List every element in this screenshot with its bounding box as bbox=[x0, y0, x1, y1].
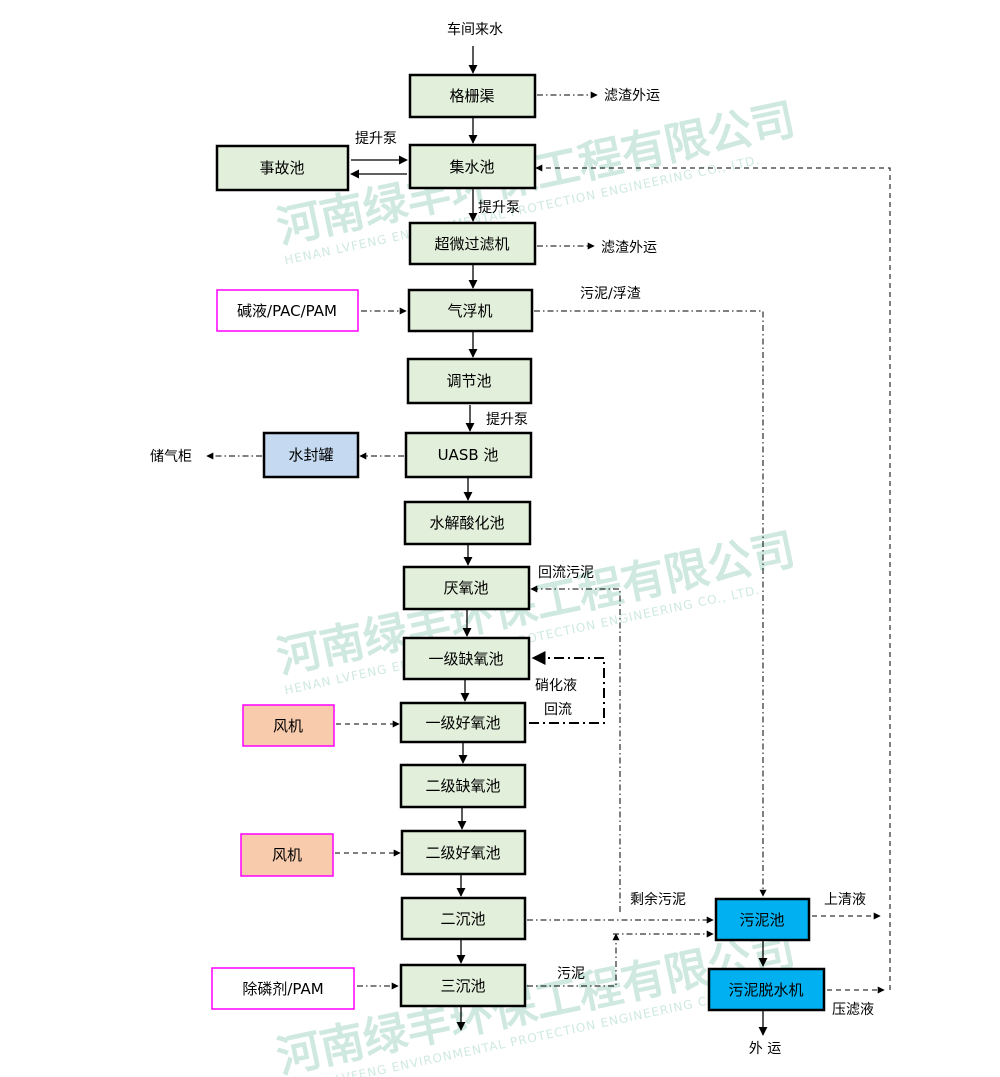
node-accident: 事故池 bbox=[215, 144, 350, 192]
node-aerobic1: 一级好氧池 bbox=[399, 701, 527, 744]
label-residue1: 滤渣外运 bbox=[604, 88, 660, 104]
node-uasb: UASB 池 bbox=[404, 431, 533, 479]
label-nitrate-1: 硝化液 bbox=[535, 678, 577, 694]
arrow-return-sludge bbox=[530, 585, 621, 912]
dashdot-arrows bbox=[206, 91, 767, 990]
arrow-return-collect bbox=[535, 164, 891, 990]
node-sludge-tank-label: 污泥池 bbox=[739, 911, 784, 929]
node-blower1-label: 风机 bbox=[273, 717, 303, 735]
node-hydrolysis: 水解酸化池 bbox=[403, 500, 532, 546]
node-collect-label: 集水池 bbox=[449, 158, 494, 176]
label-residue2: 滤渣外运 bbox=[601, 240, 657, 256]
node-anaerobic-label: 厌氧池 bbox=[443, 579, 488, 597]
node-reagent2-label: 除磷剂/PAM bbox=[242, 980, 323, 998]
node-secondary-label: 二沉池 bbox=[440, 910, 485, 928]
label-pump3: 提升泵 bbox=[486, 412, 528, 428]
label-nitrate-2: 回流 bbox=[544, 702, 572, 718]
node-blower1: 风机 bbox=[242, 704, 335, 747]
node-dissolved-air: 气浮机 bbox=[407, 288, 534, 333]
dashed-arrows bbox=[335, 164, 891, 994]
label-pump1: 提升泵 bbox=[355, 131, 397, 147]
node-secondary: 二沉池 bbox=[400, 896, 527, 941]
node-reagent1-label: 碱液/PAC/PAM bbox=[237, 302, 337, 320]
node-dewater: 污泥脱水机 bbox=[707, 967, 826, 1012]
node-blower2: 风机 bbox=[240, 833, 334, 877]
node-grille-label: 格栅渠 bbox=[449, 87, 494, 105]
label-haul: 外 运 bbox=[749, 1041, 781, 1057]
node-ultrafilter-label: 超微过滤机 bbox=[434, 235, 509, 253]
node-grille: 格栅渠 bbox=[408, 73, 537, 119]
node-equalize-label: 调节池 bbox=[446, 372, 491, 390]
label-supernatant: 上清液 bbox=[824, 892, 866, 908]
node-reagent1: 碱液/PAC/PAM bbox=[216, 289, 359, 332]
node-aerobic2: 二级好氧池 bbox=[400, 829, 527, 876]
label-sludge: 污泥 bbox=[557, 966, 585, 982]
node-anoxic1-label: 一级缺氧池 bbox=[428, 650, 503, 668]
label-filtrate: 压滤液 bbox=[832, 1002, 874, 1018]
node-dewater-label: 污泥脱水机 bbox=[728, 981, 803, 999]
label-inflow: 车间来水 bbox=[447, 21, 503, 38]
node-anoxic2: 二级缺氧池 bbox=[399, 763, 527, 809]
main-flow-arrows bbox=[350, 46, 768, 1036]
node-dissolved-air-label: 气浮机 bbox=[447, 302, 492, 320]
node-accident-label: 事故池 bbox=[259, 159, 304, 177]
label-gas-holder: 储气柜 bbox=[150, 449, 192, 465]
watermark-1: 河南绿丰环保工程有限公司 HENAN LVFENG ENVIRONMENTAL … bbox=[273, 94, 800, 267]
node-water-seal: 水封罐 bbox=[262, 431, 360, 479]
node-reagent2: 除磷剂/PAM bbox=[211, 967, 355, 1010]
node-equalize: 调节池 bbox=[406, 357, 533, 405]
node-blower2-label: 风机 bbox=[272, 846, 302, 864]
node-aerobic1-label: 一级好氧池 bbox=[425, 714, 500, 732]
node-ultrafilter: 超微过滤机 bbox=[408, 221, 537, 266]
label-sludge-scum: 污泥/浮渣 bbox=[580, 286, 641, 302]
node-hydrolysis-label: 水解酸化池 bbox=[429, 514, 504, 532]
watermark-2: 河南绿丰环保工程有限公司 HENAN LVFENG ENVIRONMENTAL … bbox=[273, 524, 800, 697]
node-tertiary: 三沉池 bbox=[399, 963, 527, 1008]
node-water-seal-label: 水封罐 bbox=[288, 446, 333, 464]
node-anoxic1: 一级缺氧池 bbox=[402, 636, 531, 681]
label-pump2: 提升泵 bbox=[478, 200, 520, 216]
node-anaerobic: 厌氧池 bbox=[402, 565, 531, 611]
node-sludge-tank: 污泥池 bbox=[714, 897, 811, 942]
label-return-sludge: 回流污泥 bbox=[538, 565, 594, 581]
node-uasb-label: UASB 池 bbox=[438, 446, 499, 464]
node-collect: 集水池 bbox=[408, 143, 537, 190]
label-excess-sludge: 剩余污泥 bbox=[630, 891, 686, 908]
node-tertiary-label: 三沉池 bbox=[440, 977, 485, 995]
arrow-nitrate-recycle bbox=[529, 651, 605, 724]
arrow-tertiary-sludge bbox=[527, 933, 620, 987]
node-anoxic2-label: 二级缺氧池 bbox=[425, 777, 500, 795]
node-aerobic2-label: 二级好氧池 bbox=[425, 844, 500, 862]
